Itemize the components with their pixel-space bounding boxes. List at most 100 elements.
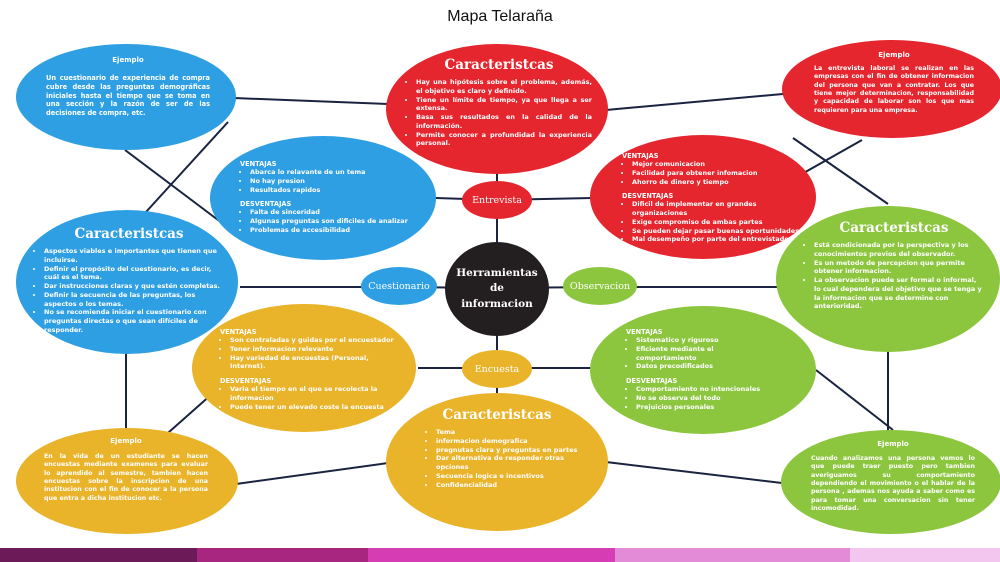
observacion-desventajas-title: DESVENTAJAS: [626, 377, 678, 386]
center-node-herramientas: Herramientas de informacion: [445, 242, 549, 336]
entrevista-caracteristicas-list: Hay una hipótesis sobre el problema, ade…: [406, 78, 592, 148]
bar-segment: [850, 548, 1000, 562]
list-item: Definir el propósito del cuestionario, e…: [44, 265, 224, 283]
observacion-caracteristicas-node: Caracteristcas Está condicionada por la …: [776, 206, 1000, 352]
observacion-ventajas-node: VENTAJAS Sistematico y riguroso Eficient…: [590, 306, 816, 434]
bar-segment: [368, 548, 615, 562]
entrevista-ventajas-list: Mejor comunicacion Facilidad para obtene…: [622, 160, 806, 186]
encuesta-ejemplo-text: En la vida de un estudiante se hacen enc…: [44, 453, 208, 502]
list-item: Tiene un límite de tiempo, ya que llega …: [416, 96, 592, 114]
cuestionario-caracteristicas-list: Aspectos viables e importantes que tiene…: [34, 247, 224, 335]
observacion-desventajas-list: Comportamiento no intencionales No se ob…: [626, 385, 804, 411]
cuestionario-ejemplo-node: Ejemplo Un cuestionario de experiencia d…: [16, 44, 236, 150]
cuestionario-ventajas-title: VENTAJAS: [240, 160, 277, 168]
observacion-ejemplo-text: Cuando analizamos una persona vemos lo q…: [811, 455, 975, 513]
hub-entrevista-label: Entrevista: [472, 194, 522, 206]
cuestionario-caracteristicas-heading: Caracteristcas: [74, 226, 184, 242]
encuesta-caracteristicas-node: Caracteristcas Tema informacion demograf…: [386, 393, 608, 531]
center-line-3: informacion: [461, 297, 533, 310]
list-item: Datos precodificados: [636, 362, 804, 371]
cuestionario-ventajas-list: Abarca lo relavante de un tema No hay pr…: [240, 168, 426, 194]
bottom-color-bar: [0, 548, 1000, 562]
list-item: Abarca lo relavante de un tema: [250, 168, 426, 177]
list-item: Permite conocer a profundidad la experie…: [416, 131, 592, 149]
cuestionario-desventajas-list: Falta de sinceridad Algunas preguntas so…: [240, 208, 426, 234]
entrevista-ejemplo-heading: Ejemplo: [878, 51, 910, 59]
list-item: Mejor comunicacion: [632, 160, 806, 169]
center-line-2: de: [489, 282, 504, 295]
list-item: Facilidad para obtener infomacion: [632, 169, 806, 178]
center-line-1: Herramientas: [456, 267, 538, 280]
list-item: Exige compromiso de ambas partes: [632, 218, 806, 227]
cuestionario-caracteristicas-node: Caracteristcas Aspectos viables e import…: [16, 210, 238, 354]
list-item: No se recomienda iniciar el cuestionario…: [44, 308, 224, 334]
list-item: Ahorro de dinero y tiempo: [632, 178, 806, 187]
bar-segment: [0, 548, 197, 562]
observacion-ventajas-title: VENTAJAS: [626, 328, 663, 336]
list-item: Varia el tiempo en el que se recolecta l…: [230, 385, 406, 403]
list-item: Dar alternativa de responder otras opcio…: [436, 454, 594, 472]
list-item: Definir la secuencia de las preguntas, l…: [44, 291, 224, 309]
entrevista-desventajas-list: Dificil de implementar en grandes organi…: [622, 200, 806, 244]
list-item: Tema: [436, 428, 594, 437]
list-item: Hay una hipótesis sobre el problema, ade…: [416, 78, 592, 96]
list-item: Mal desempeño por parte del entrevistado: [632, 235, 806, 244]
list-item: Prejuicios personales: [636, 403, 804, 412]
hub-encuesta: Encuesta: [462, 350, 532, 388]
cuestionario-ejemplo-text: Un cuestionario de experiencia de compra…: [46, 74, 210, 118]
encuesta-ventajas-node: VENTAJAS Son contraladas y guidas por el…: [192, 304, 416, 432]
encuesta-caracteristicas-heading: Caracteristcas: [442, 407, 552, 423]
list-item: Puede tener un elevado coste la encuesta: [230, 403, 406, 412]
list-item: Se pueden dejar pasar buenas oportunidad…: [632, 227, 806, 236]
entrevista-ejemplo-node: Ejemplo La entrevista laboral se realiza…: [782, 40, 1000, 138]
list-item: Es un metodo de percepcion que permite o…: [814, 259, 984, 277]
hub-observacion: Observacion: [563, 267, 637, 305]
observacion-caracteristicas-heading: Caracteristcas: [839, 220, 949, 236]
encuesta-desventajas-list: Varia el tiempo en el que se recolecta l…: [220, 385, 406, 411]
list-item: Dar instrucciones claras y que estén com…: [44, 282, 224, 291]
list-item: Algunas preguntas son dificiles de anali…: [250, 217, 426, 226]
list-item: Basa sus resultados en la calidad de la …: [416, 113, 592, 131]
cuestionario-ventajas-node: VENTAJAS Abarca lo relavante de un tema …: [210, 136, 436, 260]
hub-encuesta-label: Encuesta: [474, 363, 520, 375]
list-item: Secuencia logica e incentivos: [436, 472, 594, 481]
encuesta-ventajas-title: VENTAJAS: [220, 328, 257, 336]
bar-segment: [197, 548, 368, 562]
entrevista-ventajas-node: VENTAJAS Mejor comunicacion Facilidad pa…: [590, 135, 816, 259]
list-item: Dificil de implementar en grandes organi…: [632, 200, 806, 218]
list-item: Está condicionada por la perspectiva y l…: [814, 241, 984, 259]
bar-segment: [615, 548, 850, 562]
list-item: La observacion puede ser formal o inform…: [814, 276, 984, 311]
observacion-caracteristicas-list: Está condicionada por la perspectiva y l…: [804, 241, 984, 311]
encuesta-ventajas-list: Son contraladas y guidas por el encuesta…: [220, 336, 406, 371]
hub-cuestionario-label: Cuestionario: [368, 280, 430, 292]
list-item: Tener informacion relevante: [230, 345, 406, 354]
page-title: Mapa Telaraña: [447, 8, 553, 25]
list-item: Sistematico y riguroso: [636, 336, 804, 345]
entrevista-ejemplo-text: La entrevista laboral se realizan en las…: [814, 65, 974, 114]
list-item: Problemas de accesibilidad: [250, 226, 426, 235]
hub-observacion-label: Observacion: [569, 280, 631, 292]
entrevista-caracteristicas-heading: Caracteristcas: [444, 57, 554, 73]
list-item: Aspectos viables e importantes que tiene…: [44, 247, 224, 265]
list-item: Falta de sinceridad: [250, 208, 426, 217]
list-item: No se observa del todo: [636, 394, 804, 403]
encuesta-desventajas-title: DESVENTAJAS: [220, 377, 272, 386]
encuesta-ejemplo-heading: Ejemplo: [110, 437, 142, 445]
list-item: Son contraladas y guidas por el encuesta…: [230, 336, 406, 345]
hub-cuestionario: Cuestionario: [361, 267, 437, 305]
entrevista-ventajas-title: VENTAJAS: [622, 152, 659, 160]
cuestionario-desventajas-title: DESVENTAJAS: [240, 200, 292, 209]
observacion-ejemplo-heading: Ejemplo: [877, 440, 909, 448]
list-item: Hay variedad de encuestas (Personal, Int…: [230, 354, 406, 372]
entrevista-desventajas-title: DESVENTAJAS: [622, 192, 674, 201]
encuesta-caracteristicas-list: Tema informacion demografica pregnutas c…: [426, 428, 594, 489]
list-item: No hay presion: [250, 177, 426, 186]
list-item: informacion demografica: [436, 437, 594, 446]
list-item: Confidencialidad: [436, 481, 594, 490]
entrevista-caracteristicas-node: Caracteristcas Hay una hipótesis sobre e…: [386, 44, 608, 174]
list-item: Comportamiento no intencionales: [636, 385, 804, 394]
list-item: pregnutas clara y preguntas en partes: [436, 446, 594, 455]
observacion-ejemplo-node: Ejemplo Cuando analizamos una persona ve…: [781, 430, 1000, 534]
list-item: Eficiente mediante el comportamiento: [636, 345, 728, 363]
